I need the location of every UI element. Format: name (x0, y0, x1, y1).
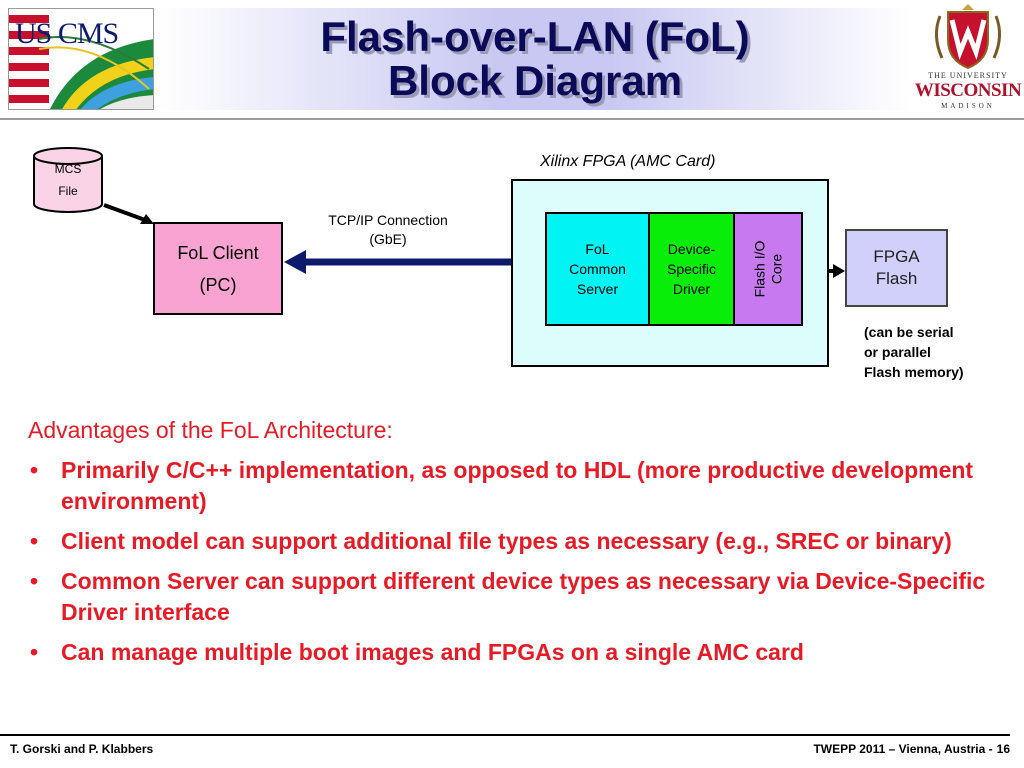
flash-note-line-2: or parallel (864, 344, 931, 360)
driver-label-line-3: Driver (672, 281, 711, 297)
uw-logo-line-2: WISCONSIN (914, 80, 1022, 101)
fol-client-box: FoL Client (PC) (153, 222, 283, 315)
tcp-ip-label-line-1: TCP/IP Connection (328, 212, 448, 228)
advantages-heading: Advantages of the FoL Architecture: (28, 417, 393, 443)
fol-common-server-box: FoL Common Server (545, 212, 650, 326)
us-cms-logo: US CMS (8, 8, 154, 110)
advantage-item: Primarily C/C++ implementation, as oppos… (28, 455, 1008, 517)
flash-note-line-1: (can be serial (864, 324, 954, 340)
advantages-list: Primarily C/C++ implementation, as oppos… (28, 455, 1008, 677)
flash-note-line-3: Flash memory) (864, 364, 964, 380)
footer-divider (0, 734, 1010, 736)
fol-client-label-line-1: FoL Client (177, 242, 259, 263)
title-band (158, 8, 912, 110)
device-specific-driver-box: Device- Specific Driver (648, 212, 735, 326)
advantage-item: Common Server can support different devi… (28, 566, 1008, 628)
flash-core-label-line-2: Core (767, 253, 784, 285)
server-label-line-2: Common (569, 261, 626, 277)
driver-label-line-2: Specific (666, 261, 717, 277)
footer-event: TWEPP 2011 – Vienna, Austria - (813, 742, 993, 756)
flash-io-core-box: Flash I/O Core (733, 212, 803, 326)
uw-logo-line-3: MADISON (941, 102, 995, 110)
server-label-line-1: FoL (585, 241, 610, 257)
driver-label-line-1: Device- (667, 241, 716, 257)
mcs-to-client-arrow (103, 203, 154, 224)
tcp-ip-connection-label: TCP/IP Connection (GbE) (305, 211, 471, 249)
page-number: 16 (996, 742, 1010, 756)
fpga-flash-label-line-2: Flash (875, 269, 918, 288)
fpga-card-label: Xilinx FPGA (AMC Card) (540, 153, 716, 170)
uw-madison-logo: THE UNIVERSITY WISCONSIN MADISON (912, 2, 1024, 114)
footer-right: TWEPP 2011 – Vienna, Austria -16 (809, 742, 1010, 756)
us-cms-logo-graphic (9, 9, 153, 109)
tcp-ip-label-line-2: (GbE) (369, 231, 407, 247)
server-label-line-3: Server (576, 281, 619, 297)
advantage-item: Client model can support additional file… (28, 526, 1008, 557)
flash-memory-note: (can be serial or parallel Flash memory) (864, 322, 1014, 382)
fpga-flash-box: FPGA Flash (845, 229, 948, 307)
advantage-item: Can manage multiple boot images and FPGA… (28, 637, 1008, 668)
slide-title-line-1: Flash-over-LAN (FoL) (320, 13, 750, 60)
mcs-file-cylinder (33, 147, 103, 213)
header-divider (0, 118, 1024, 120)
fpga-flash-label-line-1: FPGA (873, 247, 920, 266)
mcs-file-label-line-2: File (58, 184, 78, 198)
slide-header: US CMS Flash-over-LAN (FoL) Block Diagra… (0, 0, 1024, 112)
uw-logo-line-1: THE UNIVERSITY (928, 71, 1008, 80)
flash-core-label-line-1: Flash I/O (750, 240, 767, 298)
uw-crest-icon (935, 4, 1001, 70)
tcp-ip-double-arrow (284, 250, 545, 274)
us-cms-logo-text: US CMS (15, 17, 119, 50)
mcs-file-label-line-1: MCS (54, 162, 82, 176)
slide-title-line-2: Block Diagram (387, 57, 683, 104)
fol-client-label-line-2: (PC) (199, 274, 237, 295)
footer-authors: T. Gorski and P. Klabbers (10, 742, 154, 756)
